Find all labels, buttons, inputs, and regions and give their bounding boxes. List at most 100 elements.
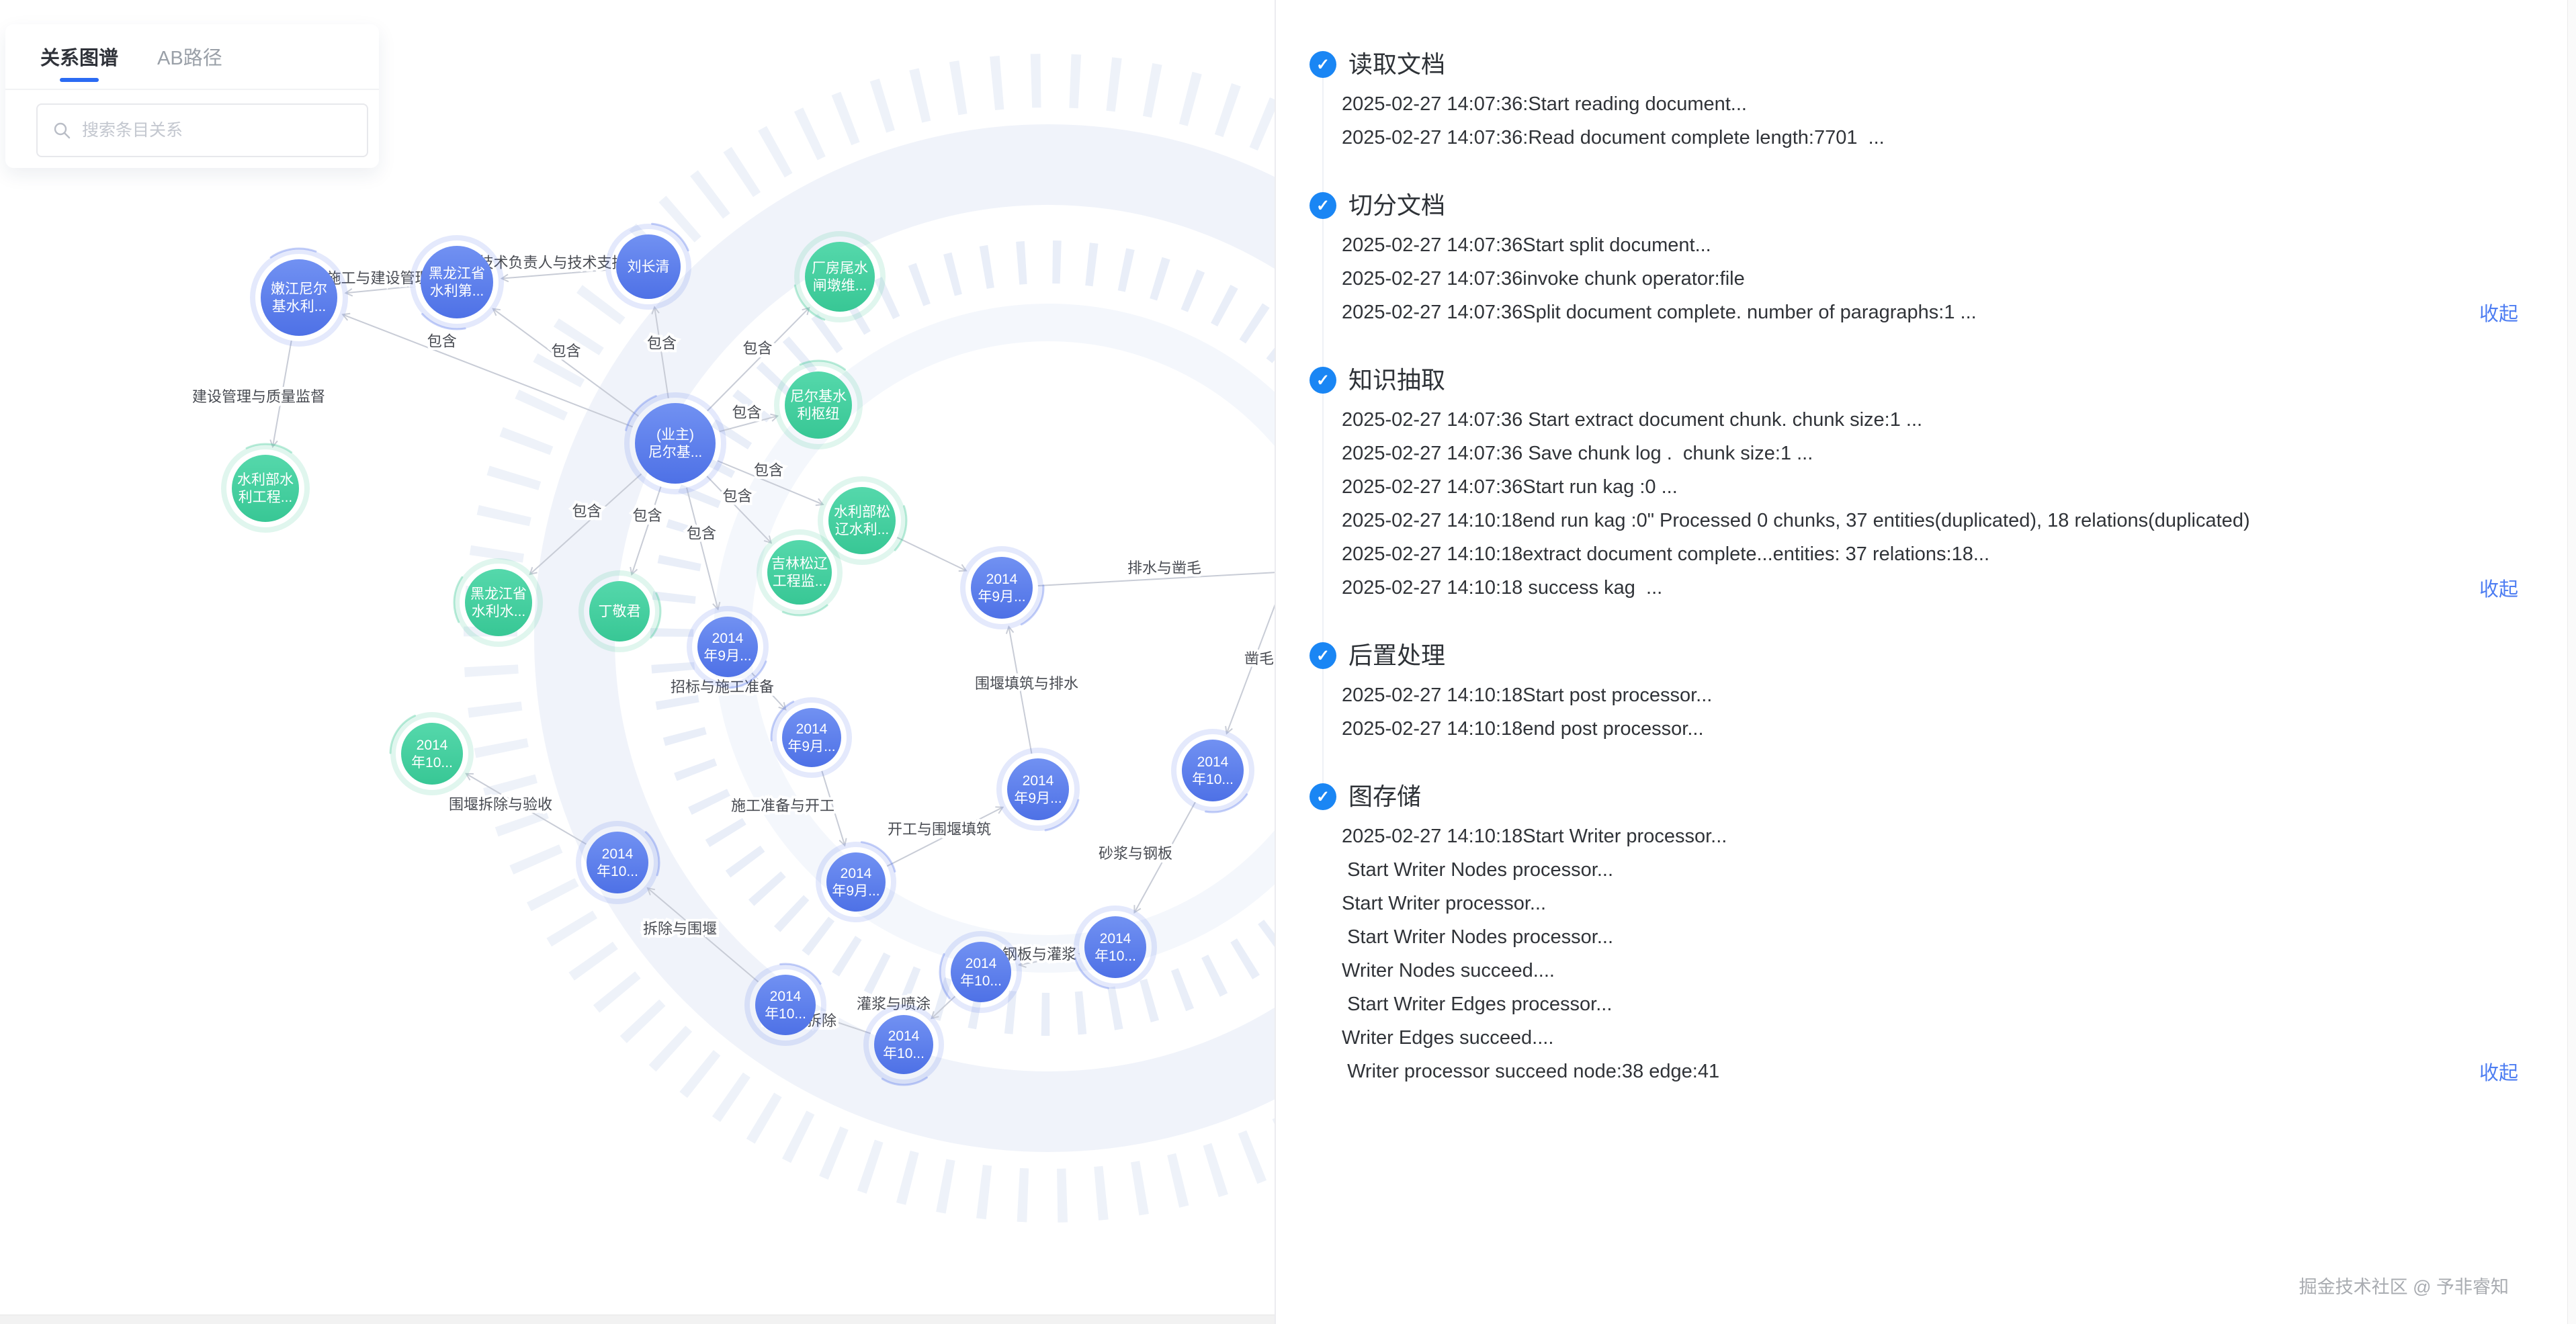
graph-node[interactable]: 刘长清 — [602, 220, 695, 314]
edge-label: 围堰填筑与排水 — [975, 675, 1078, 692]
edge-label: 技术负责人与技术支持 — [478, 255, 626, 271]
tab-relation-graph[interactable]: 关系图谱 — [40, 24, 118, 89]
steps-container: ✓ 读取文档 2025-02-27 14:07:36:Start reading d… — [1310, 48, 2518, 1088]
graph-edge — [1037, 572, 1276, 586]
edge-label: 包含 — [722, 488, 752, 504]
graph-edge — [269, 340, 292, 449]
step-logs: 2025-02-27 14:07:36:Start reading docume… — [1342, 87, 2518, 155]
log-line: Start Writer processor... — [1342, 893, 1547, 914]
graph-edge — [492, 308, 639, 417]
edge-label: 包含 — [754, 462, 783, 479]
graph-edges: 施工与建设管理技术负责人与技术支持建设管理与质量监督包含包含包含包含包含包含包含… — [189, 252, 1276, 1034]
node-label: 水利部松辽水利... — [834, 504, 890, 537]
graph-edge — [646, 887, 759, 983]
log-line: 2025-02-27 14:07:36:Start reading docume… — [1342, 93, 1747, 115]
step-check-icon: ✓ — [1310, 367, 1336, 394]
search-box[interactable] — [36, 103, 368, 157]
log-line: 2025-02-27 14:10:18extract document comp… — [1342, 543, 1990, 565]
step-check-icon: ✓ — [1310, 51, 1336, 78]
edge-label: 施工准备与开工 — [731, 797, 834, 814]
edge-label: 钢板与灌浆 — [1002, 946, 1076, 963]
node-label: 厂房尾水闸墩维... — [812, 261, 868, 294]
step-title: 读取文档 — [1348, 50, 1446, 78]
vertical-scrollbar[interactable] — [2567, 0, 2576, 1324]
edge-label: 开工与围堰填筑 — [888, 821, 991, 838]
graph-edge — [896, 537, 968, 572]
log-line: 2025-02-27 14:07:36:Read document comple… — [1342, 127, 1885, 148]
graph-node[interactable]: 水利部水利工程... — [206, 429, 324, 547]
node-label: 尼尔基水利枢纽 — [790, 389, 847, 422]
graph-edge — [751, 672, 787, 711]
log-line: 2025-02-27 14:10:18end post processor... — [1342, 718, 1704, 740]
edge-label: 围堰拆除与验收 — [449, 796, 552, 813]
log-line: 2025-02-27 14:10:18Start post processor.… — [1342, 685, 1713, 706]
graph-edge — [1133, 801, 1196, 914]
log-line: 2025-02-27 14:07:36Start run kag :0 ... — [1342, 476, 1678, 498]
watermark: 掘金技术社区 @ 予非睿知 — [2299, 1277, 2509, 1297]
graph-node[interactable]: 黑龙江省水利水... — [439, 543, 558, 662]
tab-ab-path-label: AB路径 — [157, 48, 222, 69]
node-label: 黑龙江省水利水... — [470, 586, 527, 619]
graph-node[interactable]: 厂房尾水闸墩维... — [781, 218, 898, 335]
graph-node[interactable]: 吉林松辽工程监... — [739, 512, 860, 633]
graph-edge — [529, 473, 642, 576]
horizontal-scrollbar[interactable] — [0, 1315, 1276, 1324]
graph-node[interactable]: (业主)尼尔基... — [613, 381, 738, 506]
collapse-link[interactable]: 收起 — [2479, 1063, 2518, 1084]
log-line: 2025-02-27 14:07:36 Save chunk log . chu… — [1342, 443, 1813, 464]
collapse-link[interactable]: 收起 — [2479, 304, 2518, 325]
graph-edge — [465, 773, 587, 845]
edge-label: 包含 — [572, 503, 601, 520]
edge-label: 招标与施工准备 — [671, 678, 774, 695]
graph-node[interactable]: 水利部松辽水利... — [806, 464, 918, 577]
step-logs: 2025-02-27 14:07:36 Start extract docume… — [1342, 403, 2518, 605]
pipeline-step: ✓ 后置处理 2025-02-27 14:10:18Start post proce… — [1310, 639, 2518, 746]
log-line: 2025-02-27 14:10:18Start Writer processo… — [1342, 826, 1727, 847]
graph-edge — [1005, 625, 1033, 754]
log-line: Writer processor succeed node:38 edge:41 — [1342, 1061, 1720, 1082]
step-logs: 2025-02-27 14:07:36Start split document.… — [1342, 228, 2518, 329]
collapse-link[interactable]: 收起 — [2479, 579, 2518, 601]
step-check-icon: ✓ — [1310, 783, 1336, 810]
tab-ab-path[interactable]: AB路径 — [157, 24, 222, 89]
graph-node[interactable]: 黑龙江省水利第... — [402, 228, 511, 337]
step-title: 后置处理 — [1348, 642, 1446, 669]
graph-node[interactable]: 尼尔基水利枢纽 — [760, 347, 877, 464]
graph-node[interactable]: 丁敬君 — [564, 556, 674, 666]
log-line: Start Writer Nodes processor... — [1342, 859, 1613, 881]
node-label: 黑龙江省水利第... — [429, 266, 485, 299]
edge-label: 包含 — [687, 525, 716, 542]
edge-label: 包含 — [647, 335, 677, 352]
node-label: 丁敬君 — [599, 604, 641, 619]
graph-edge — [341, 312, 633, 428]
graph-node[interactable]: 嫩江尼尔基水利... — [230, 229, 367, 365]
step-check-icon: ✓ — [1310, 642, 1336, 669]
node-label: 水利部水利工程... — [237, 472, 294, 505]
step-connector-line — [1322, 75, 1324, 793]
edge-label: 砂浆与钢板 — [1099, 845, 1172, 862]
search-input[interactable] — [81, 120, 339, 141]
graph-edge — [630, 486, 662, 576]
graph-canvas[interactable]: 施工与建设管理技术负责人与技术支持建设管理与质量监督包含包含包含包含包含包含包含… — [0, 0, 1276, 1324]
